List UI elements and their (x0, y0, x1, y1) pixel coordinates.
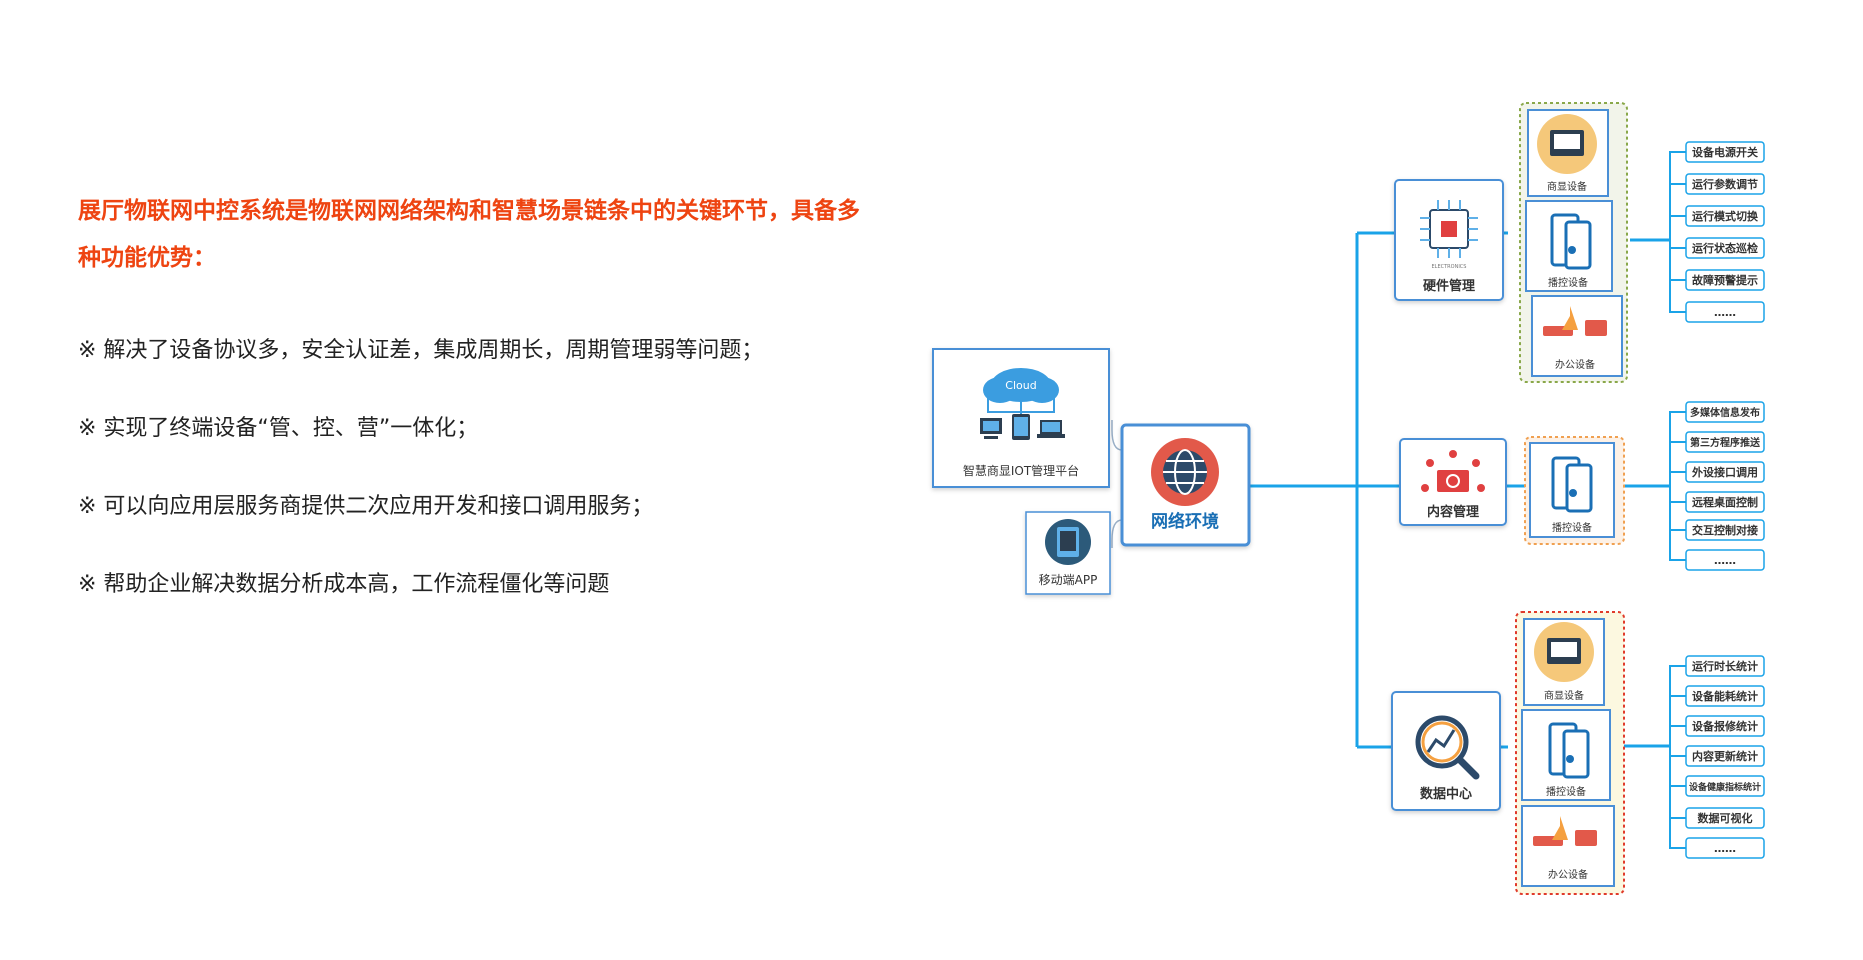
branch-label: 硬件管理 (1423, 278, 1475, 294)
office-devices-icon (1533, 816, 1597, 846)
branch-data-center[interactable]: 数据中心 (1391, 691, 1501, 811)
device-box[interactable]: 办公设备 (1521, 805, 1615, 887)
device-box[interactable]: 商显设备 (1523, 618, 1605, 706)
connector-lines (1250, 231, 1670, 749)
feature-item: 外设接口调用 (1691, 465, 1758, 479)
magnifier-chart-icon (1415, 715, 1480, 780)
center-label: 网络环境 (1151, 511, 1219, 532)
device-label: 播控设备 (1546, 785, 1586, 798)
side-connectors (1111, 420, 1123, 548)
feature-item: 设备健康指标统计 (1689, 781, 1761, 793)
feature-list-hardware: 设备电源开关 运行参数调节 运行模式切换 运行状态巡检 故障预警提示 …… (1685, 141, 1765, 323)
device-label: 播控设备 (1548, 276, 1588, 289)
device-label: 办公设备 (1548, 868, 1588, 881)
platform-label: 智慧商显IOT管理平台 (963, 463, 1079, 478)
feature-ticks (1670, 441, 1686, 531)
mobile-label: 移动端APP (1039, 573, 1098, 587)
feature-item: 远程桌面控制 (1692, 495, 1758, 509)
feature-bracket (1669, 411, 1686, 561)
feature-item: …… (1714, 842, 1736, 855)
feature-item: 运行模式切换 (1692, 209, 1759, 223)
feature-item: 设备报修统计 (1692, 719, 1758, 733)
feature-item: 设备电源开关 (1692, 145, 1758, 159)
device-box[interactable]: 播控设备 (1525, 200, 1613, 292)
feature-list-data: 运行时长统计 设备能耗统计 设备报修统计 内容更新统计 设备健康指标统计 数据可… (1685, 655, 1765, 859)
feature-item: 故障预警提示 (1692, 273, 1758, 287)
feature-item: 交互控制对接 (1692, 523, 1758, 537)
branch-label: 内容管理 (1427, 504, 1479, 520)
feature-item: …… (1714, 306, 1736, 319)
device-box[interactable]: 播控设备 (1521, 709, 1611, 801)
bullet-item: ※ 解决了设备协议多，安全认证差，集成周期长，周期管理弱等问题； (78, 338, 764, 363)
feature-item: 运行时长统计 (1692, 659, 1758, 673)
media-player-icon (1550, 213, 1592, 270)
feature-item: …… (1714, 554, 1736, 567)
feature-item: 多媒体信息发布 (1690, 406, 1760, 419)
computer-icons (980, 414, 1065, 440)
cloud-text: Cloud (1005, 379, 1036, 392)
media-player-icon (1548, 722, 1590, 779)
bullet-list: ※ 解决了设备协议多，安全认证差，集成周期长，周期管理弱等问题； ※ 实现了终端… (78, 336, 898, 648)
mobile-node[interactable]: 移动端APP (1025, 511, 1111, 595)
branch-label: 数据中心 (1420, 786, 1472, 802)
headline: 展厅物联网中控系统是物联网网络架构和智慧场景链条中的关键环节，具备多种功能优势： (78, 198, 860, 271)
feature-item: 运行参数调节 (1692, 177, 1758, 191)
office-devices-icon (1543, 306, 1607, 336)
media-player-icon (1551, 456, 1593, 513)
cloud-icon: Cloud (983, 368, 1059, 415)
device-box[interactable]: 办公设备 (1531, 295, 1623, 377)
device-label: 办公设备 (1555, 358, 1595, 371)
bullet-item: ※ 可以向应用层服务商提供二次应用开发和接口调用服务； (78, 494, 654, 519)
feature-item: 内容更新统计 (1692, 749, 1758, 763)
device-box[interactable]: 播控设备 (1529, 442, 1615, 538)
device-box[interactable]: 商显设备 (1527, 109, 1609, 197)
feature-item: 数据可视化 (1698, 811, 1753, 825)
chip-icon (1420, 200, 1478, 258)
feature-item: 设备能耗统计 (1692, 689, 1758, 703)
content-cloud-icon (1421, 450, 1485, 492)
chip-caption: ELECTRONICS (1432, 264, 1467, 270)
device-label: 商显设备 (1547, 180, 1587, 193)
platform-node[interactable]: Cloud 智慧商显IOT管理平台 (932, 348, 1110, 488)
feature-bracket (1669, 151, 1686, 313)
branch-content[interactable]: 内容管理 (1399, 438, 1507, 526)
feature-item: 第三方程序推送 (1690, 436, 1761, 449)
center-node[interactable]: 网络环境 (1120, 423, 1251, 547)
feature-ticks (1670, 183, 1686, 281)
bullet-item: ※ 实现了终端设备“管、控、营”一体化； (78, 416, 479, 441)
device-label: 商显设备 (1544, 689, 1584, 702)
feature-list-content: 多媒体信息发布 第三方程序推送 外设接口调用 远程桌面控制 交互控制对接 …… (1685, 401, 1765, 571)
branch-hardware[interactable]: ELECTRONICS 硬件管理 (1394, 179, 1504, 301)
bullet-item: ※ 帮助企业解决数据分析成本高，工作流程僵化等问题 (78, 572, 610, 597)
device-label: 播控设备 (1552, 521, 1592, 534)
feature-ticks (1670, 695, 1686, 819)
feature-item: 运行状态巡检 (1692, 241, 1758, 255)
